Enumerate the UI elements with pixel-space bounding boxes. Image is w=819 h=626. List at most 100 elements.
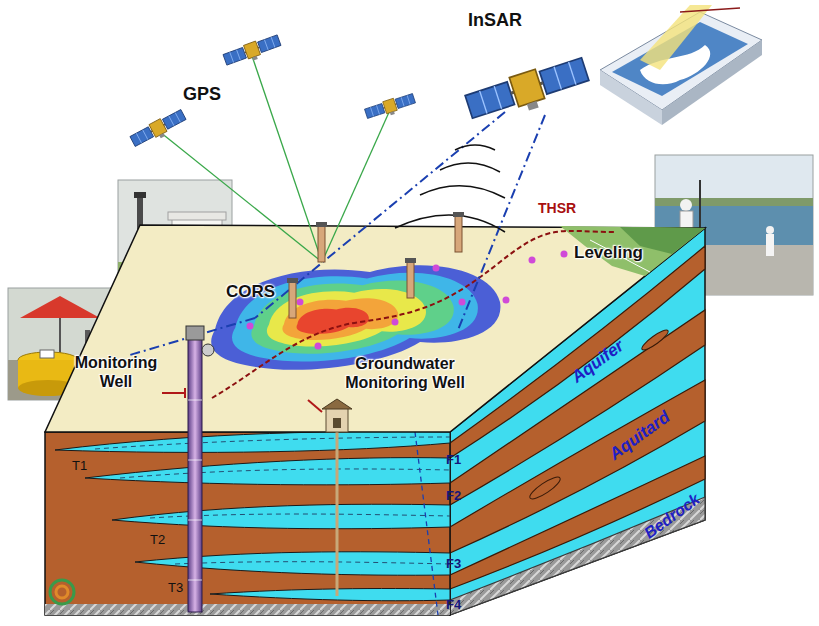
cross-section	[112, 504, 450, 529]
leveling-point	[392, 319, 399, 326]
monitoring-well	[186, 326, 204, 340]
layer-label: Aquitard	[606, 407, 675, 465]
gps-signal	[322, 110, 390, 262]
radar-wave	[455, 145, 495, 150]
cross-section	[85, 458, 450, 485]
leveling-point	[247, 251, 568, 350]
cross-section	[135, 552, 450, 575]
gps-signal	[252, 56, 322, 262]
surface-map	[45, 225, 705, 432]
radar-wave	[440, 163, 500, 172]
groundwater-well	[322, 399, 352, 409]
cross-section	[45, 604, 450, 615]
layer-code: T2	[150, 532, 165, 548]
cors-antenna	[455, 216, 462, 252]
leveling-point	[529, 257, 536, 264]
aquifer-side	[450, 456, 705, 589]
railway-label: THSR	[538, 200, 576, 217]
surface-map	[560, 226, 705, 276]
monitoring-well	[188, 520, 202, 521]
aquifer-side	[527, 474, 562, 502]
monitoring-well	[184, 388, 186, 398]
layer-code: T1	[72, 458, 87, 474]
cors-antenna	[405, 258, 416, 298]
monitoring-well	[188, 400, 202, 580]
cors-antenna	[407, 262, 414, 298]
photo-monitoring-well	[40, 350, 54, 358]
monitoring-well	[188, 338, 202, 612]
layer-code: F3	[446, 556, 461, 572]
cors-antenna	[316, 222, 327, 262]
gps-satellite	[222, 33, 282, 69]
insar-satellite	[464, 55, 592, 128]
radar-wave	[395, 215, 505, 232]
logo	[56, 586, 68, 598]
cors-antenna	[453, 212, 464, 252]
surface-map	[251, 281, 453, 354]
satellite-label: InSAR	[468, 10, 522, 32]
aquifer-side	[640, 327, 671, 352]
cors-antenna	[287, 212, 464, 318]
photo-satellite-image	[662, 40, 762, 125]
monitoring-well	[162, 392, 185, 394]
cors-antenna	[287, 278, 298, 318]
groundwater-well	[336, 432, 339, 596]
insar-beam	[130, 112, 545, 355]
cross-section	[45, 431, 450, 615]
groundwater-well	[333, 418, 341, 428]
insar-beam	[458, 115, 545, 330]
leveling-point	[561, 251, 568, 258]
gps-signal	[160, 56, 390, 262]
gps-satellite	[364, 92, 417, 122]
groundwater-well	[308, 400, 322, 412]
cors-antenna	[316, 222, 327, 227]
photo-leveling-survey	[766, 226, 774, 234]
cross-section	[45, 432, 450, 615]
photo-cors-station	[168, 212, 226, 220]
radar-wave	[395, 145, 505, 232]
radar-wave	[420, 186, 505, 198]
leveling-point	[315, 343, 322, 350]
cross-section	[175, 562, 450, 564]
logo	[50, 580, 74, 604]
layer-label: Aquifer	[568, 336, 628, 387]
layer-code: T3	[168, 580, 183, 596]
photo-leveling-survey	[655, 198, 813, 206]
monitoring-well	[188, 460, 202, 461]
photo-cors-station	[134, 192, 146, 198]
insar-satellite	[464, 55, 592, 128]
cross-section	[95, 437, 450, 449]
leveling-point	[297, 299, 304, 306]
method-label: Leveling	[574, 243, 643, 263]
monitoring-well	[188, 400, 202, 401]
cors-antenna	[318, 226, 325, 262]
railway-line	[212, 231, 615, 398]
surface-map	[45, 225, 705, 432]
station-label: CORS	[226, 282, 275, 302]
layer-code: F1	[446, 452, 461, 468]
layer-code: F2	[446, 488, 461, 504]
well-label: Monitoring Well	[66, 353, 166, 391]
photo-leveling-survey	[766, 234, 774, 256]
leveling-point	[503, 297, 510, 304]
satellite-label: GPS	[183, 84, 221, 106]
monitoring-well	[162, 326, 214, 612]
leveling-point	[247, 323, 254, 330]
monitoring-well	[188, 580, 202, 581]
layer-code: F4	[446, 597, 461, 613]
gps-satellite	[129, 108, 188, 151]
photo-satellite-image	[600, 5, 762, 125]
photo-leveling-survey	[680, 199, 692, 211]
cors-antenna	[289, 282, 296, 318]
cross-section	[55, 431, 450, 452]
cross-section	[415, 432, 438, 615]
groundwater-well	[308, 399, 352, 596]
cors-antenna	[405, 258, 416, 263]
photo-satellite-image	[680, 8, 740, 12]
surface-map	[297, 308, 369, 334]
gps-satellite	[129, 33, 417, 150]
photo-satellite-image	[600, 70, 662, 125]
cross-section	[120, 469, 450, 478]
cross-section	[210, 589, 450, 601]
